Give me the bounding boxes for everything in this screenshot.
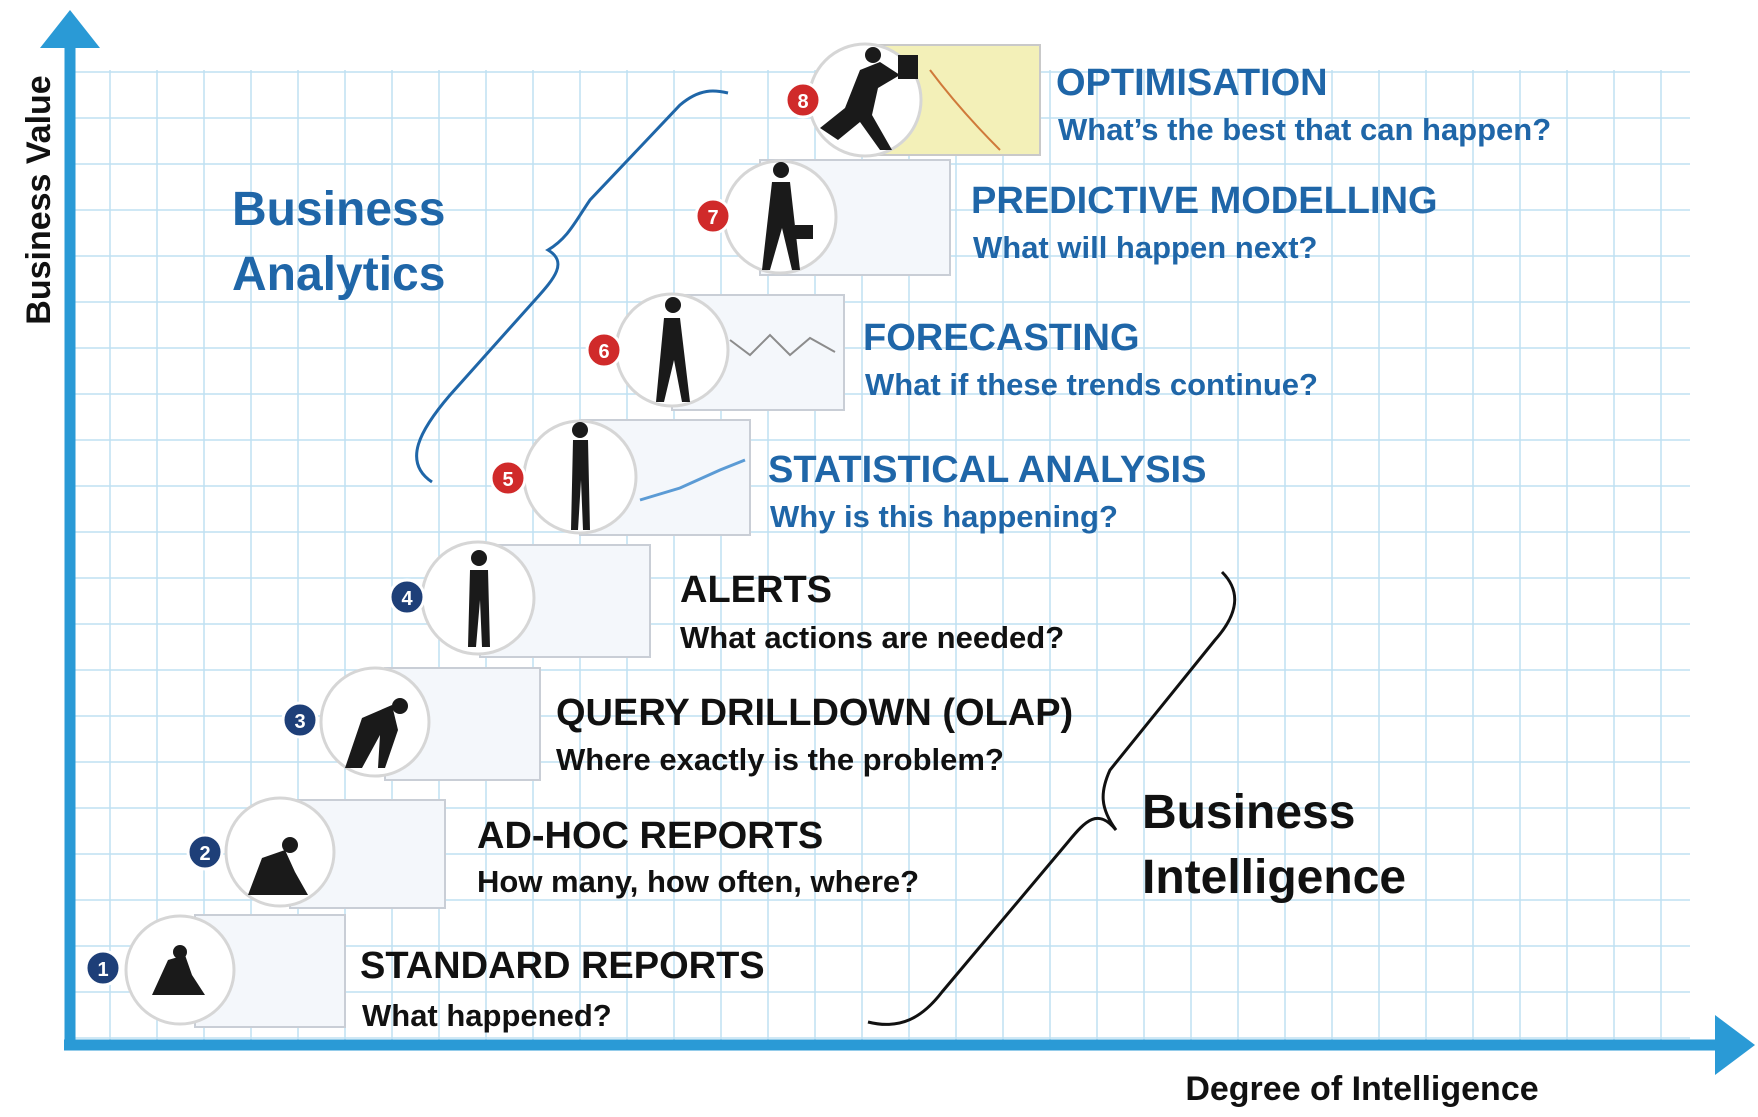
step-1-badge-number: 1 — [97, 959, 108, 981]
step-7-question: What will happen next? — [973, 230, 1317, 265]
y-axis-arrowhead — [40, 10, 100, 48]
step-6-figure-head-icon — [665, 297, 681, 313]
step-6-badge-number: 6 — [598, 341, 609, 363]
step-8-title: OPTIMISATION — [1056, 62, 1328, 104]
step-8-badge — [784, 81, 822, 119]
step-5-question: Why is this happening? — [770, 499, 1118, 534]
step-8-question: What’s the best that can happen? — [1058, 112, 1551, 147]
step-1-question: What happened? — [362, 998, 612, 1033]
business-analytics-brace — [415, 89, 729, 484]
step-2-figure-head-icon — [282, 837, 298, 853]
step-3-badge-number: 3 — [294, 711, 305, 733]
step-2-title: AD-HOC REPORTS — [477, 815, 823, 857]
step-4-title: ALERTS — [680, 569, 832, 611]
step-5-figure-head-icon — [572, 422, 588, 438]
x-axis-arrowhead — [1715, 1015, 1755, 1075]
step-3-figure-bending-icon — [345, 705, 398, 768]
y-axis-title: Business Value — [20, 75, 58, 324]
step-3-badge — [281, 701, 319, 739]
business-intelligence-label-line2: Intelligence — [1142, 851, 1406, 904]
step-4-figure-head-icon — [471, 550, 487, 566]
step-5-figure-upright-icon — [571, 440, 590, 530]
step-1-figure-head-icon — [173, 945, 187, 959]
step-2-question: How many, how often, where? — [477, 864, 919, 899]
step-2-badge — [186, 833, 224, 871]
step-7-badge — [694, 197, 732, 235]
business-analytics-label-line2: Analytics — [232, 248, 445, 301]
step-7-badge-number: 7 — [707, 207, 718, 229]
step-1-figure-kneeling-icon — [152, 955, 205, 995]
business-analytics-label-line1: Business — [232, 183, 445, 236]
step-3-question: Where exactly is the problem? — [556, 742, 1004, 777]
step-5-badge — [489, 459, 527, 497]
step-1-title: STANDARD REPORTS — [360, 945, 765, 987]
step-alerts: 4 ALERTS What actions are needed? — [388, 540, 1064, 658]
step-7-briefcase-icon — [795, 225, 813, 239]
step-8-badge-number: 8 — [797, 91, 808, 113]
step-7-figure-businessman-icon — [762, 182, 800, 270]
step-optimisation: 8 OPTIMISATION What’s the best that can … — [784, 42, 1551, 158]
step-8-briefcase-icon — [898, 55, 918, 79]
step-7-figure-head-icon — [773, 162, 789, 178]
step-5-badge-number: 5 — [502, 469, 513, 491]
step-4-figure-standing-icon — [468, 570, 490, 647]
step-4-question: What actions are needed? — [680, 620, 1064, 655]
step-2-figure-crouching-icon — [248, 850, 308, 895]
x-axis-title: Degree of Intelligence — [1185, 1070, 1538, 1108]
step-6-title: FORECASTING — [863, 317, 1140, 359]
step-3-figure-head-icon — [392, 698, 408, 714]
step-ad-hoc-reports: 2 AD-HOC REPORTS How many, how often, wh… — [186, 796, 919, 909]
step-2-badge-number: 2 — [199, 843, 210, 865]
step-5-title: STATISTICAL ANALYSIS — [768, 449, 1206, 491]
step-8-figure-head-icon — [865, 47, 881, 63]
step-3-title: QUERY DRILLDOWN (OLAP) — [556, 692, 1073, 734]
step-6-figure-walking-icon — [656, 318, 690, 402]
axes — [40, 10, 1755, 1075]
step-forecasting: 6 FORECASTING What if these trends conti… — [585, 292, 1318, 411]
step-5-chart-trend — [639, 458, 746, 502]
step-7-title: PREDICTIVE MODELLING — [971, 180, 1438, 222]
business-intelligence-brace — [867, 570, 1237, 1026]
step-4-badge — [388, 578, 426, 616]
step-6-question: What if these trends continue? — [865, 367, 1318, 402]
background-grid — [75, 70, 1690, 1040]
step-statistical-analysis: 5 STATISTICAL ANALYSIS Why is this happe… — [489, 419, 1206, 536]
step-6-chart-trend — [729, 333, 836, 357]
step-1-badge — [84, 949, 122, 987]
step-predictive-modelling: 7 PREDICTIVE MODELLING What will happen … — [694, 159, 1438, 276]
business-intelligence-label-line1: Business — [1142, 786, 1355, 839]
step-4-badge-number: 4 — [401, 588, 413, 610]
step-query-drilldown: 3 QUERY DRILLDOWN (OLAP) Where exactly i… — [281, 666, 1073, 781]
step-6-badge — [585, 331, 623, 369]
step-8-chart-curve — [929, 69, 1001, 151]
step-8-figure-running-icon — [820, 62, 900, 150]
step-standard-reports: 1 STANDARD REPORTS What happened? — [84, 914, 765, 1033]
